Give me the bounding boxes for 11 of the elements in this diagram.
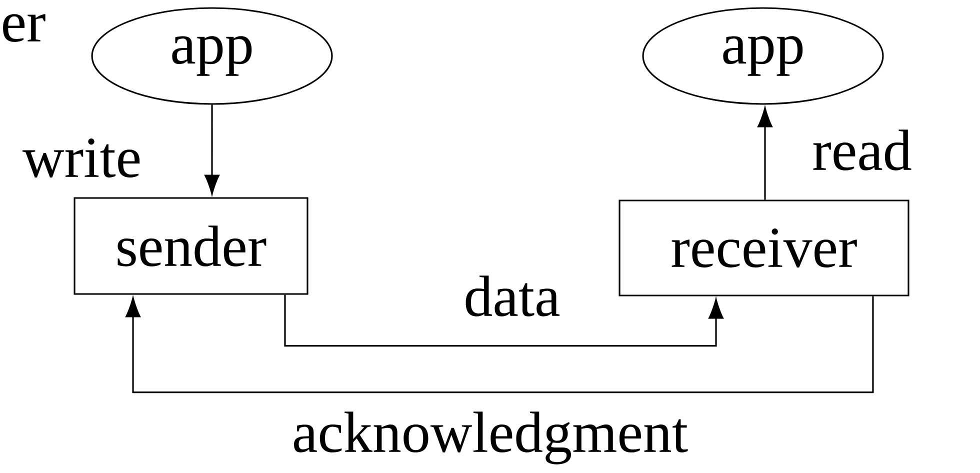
edge-label: write [22,138,140,178]
process-box: sender [74,197,308,295]
process-box: receiver [618,200,910,296]
edge-label: acknowledgment [294,412,688,464]
edge-label: read [813,130,912,170]
arrow [758,107,772,200]
arrow [126,296,874,394]
arrow [284,294,724,347]
label: er [3,14,46,42]
edge-label: data [466,276,560,316]
arrow [204,104,220,195]
